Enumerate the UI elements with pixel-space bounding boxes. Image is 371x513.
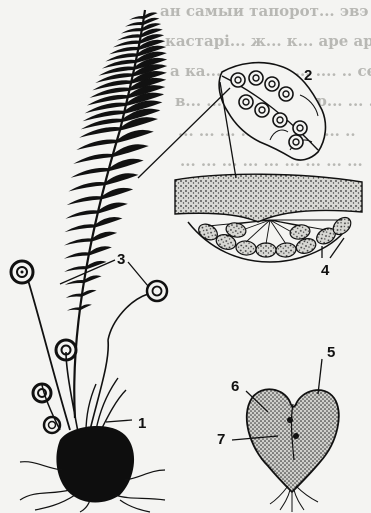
pinna-right bbox=[113, 144, 149, 157]
sorus bbox=[265, 77, 279, 91]
label-7-antheridia: 7 bbox=[217, 431, 225, 448]
sorus bbox=[231, 73, 245, 87]
fiddlehead-right bbox=[108, 281, 167, 340]
label-5-prothallus: 5 bbox=[327, 344, 335, 361]
bg-line-6: ... ... ... ... ... ... ... ... ... bbox=[180, 152, 363, 170]
pinna-right bbox=[84, 275, 101, 283]
sporangium bbox=[256, 243, 276, 257]
pinna-right bbox=[109, 159, 144, 171]
pinna-left bbox=[68, 182, 105, 191]
label-1-rhizome: 1 bbox=[138, 415, 146, 432]
prothallus bbox=[247, 389, 339, 512]
sorus bbox=[255, 103, 269, 117]
pinna-left bbox=[76, 140, 117, 150]
sorus bbox=[239, 95, 253, 109]
bg-line-2: кастарі... ж... к... аре ара bbox=[165, 32, 371, 50]
sorus bbox=[279, 87, 293, 101]
pinna-left bbox=[65, 210, 98, 218]
pinna-left bbox=[66, 294, 82, 298]
pinna-left bbox=[67, 196, 102, 205]
pinna-right bbox=[89, 246, 112, 255]
sorus bbox=[289, 135, 303, 149]
label-6-archegonia: 6 bbox=[231, 378, 239, 395]
sporangium-stalk bbox=[246, 220, 270, 242]
sporangia bbox=[196, 214, 354, 258]
sporangium bbox=[275, 242, 296, 258]
pinna-right bbox=[95, 217, 122, 227]
sporangium-stalk bbox=[270, 220, 286, 244]
pinna-left bbox=[64, 252, 89, 258]
pinna-right bbox=[92, 232, 117, 242]
label-2-pinna: 2 bbox=[304, 67, 312, 84]
fern-plant bbox=[11, 10, 167, 512]
pinna-left bbox=[67, 307, 80, 310]
pinna-right bbox=[105, 173, 138, 185]
pinna-left bbox=[64, 224, 95, 232]
pinna-right bbox=[98, 202, 128, 213]
pinna-left bbox=[73, 154, 113, 164]
sorus bbox=[293, 121, 307, 135]
sorus-cross-section bbox=[175, 174, 362, 262]
pinna-right bbox=[117, 130, 154, 143]
pinna-left bbox=[121, 28, 142, 33]
sporangium bbox=[235, 240, 256, 256]
pinna-left bbox=[117, 34, 141, 40]
sorus bbox=[249, 71, 263, 85]
leaf-section bbox=[175, 174, 362, 222]
label-3-young-fronds: 3 bbox=[117, 251, 125, 268]
sorus bbox=[273, 113, 287, 127]
pinna-left bbox=[113, 41, 140, 48]
pinna-left bbox=[64, 266, 86, 272]
fiddlehead-left bbox=[11, 261, 33, 283]
pinna-left bbox=[64, 238, 92, 245]
pinna-right bbox=[102, 188, 133, 200]
pinna-right bbox=[82, 290, 97, 297]
pinna-left bbox=[125, 22, 143, 27]
frond-pinnae bbox=[64, 12, 167, 310]
bg-line-1: ан самыи тапорот... эвэ ба bbox=[160, 2, 371, 20]
label-4-sporangia: 4 bbox=[321, 262, 330, 279]
pinna-left bbox=[71, 168, 109, 178]
pinna-right bbox=[80, 304, 92, 310]
pinna-left bbox=[129, 16, 144, 20]
pinna-left bbox=[79, 127, 120, 138]
